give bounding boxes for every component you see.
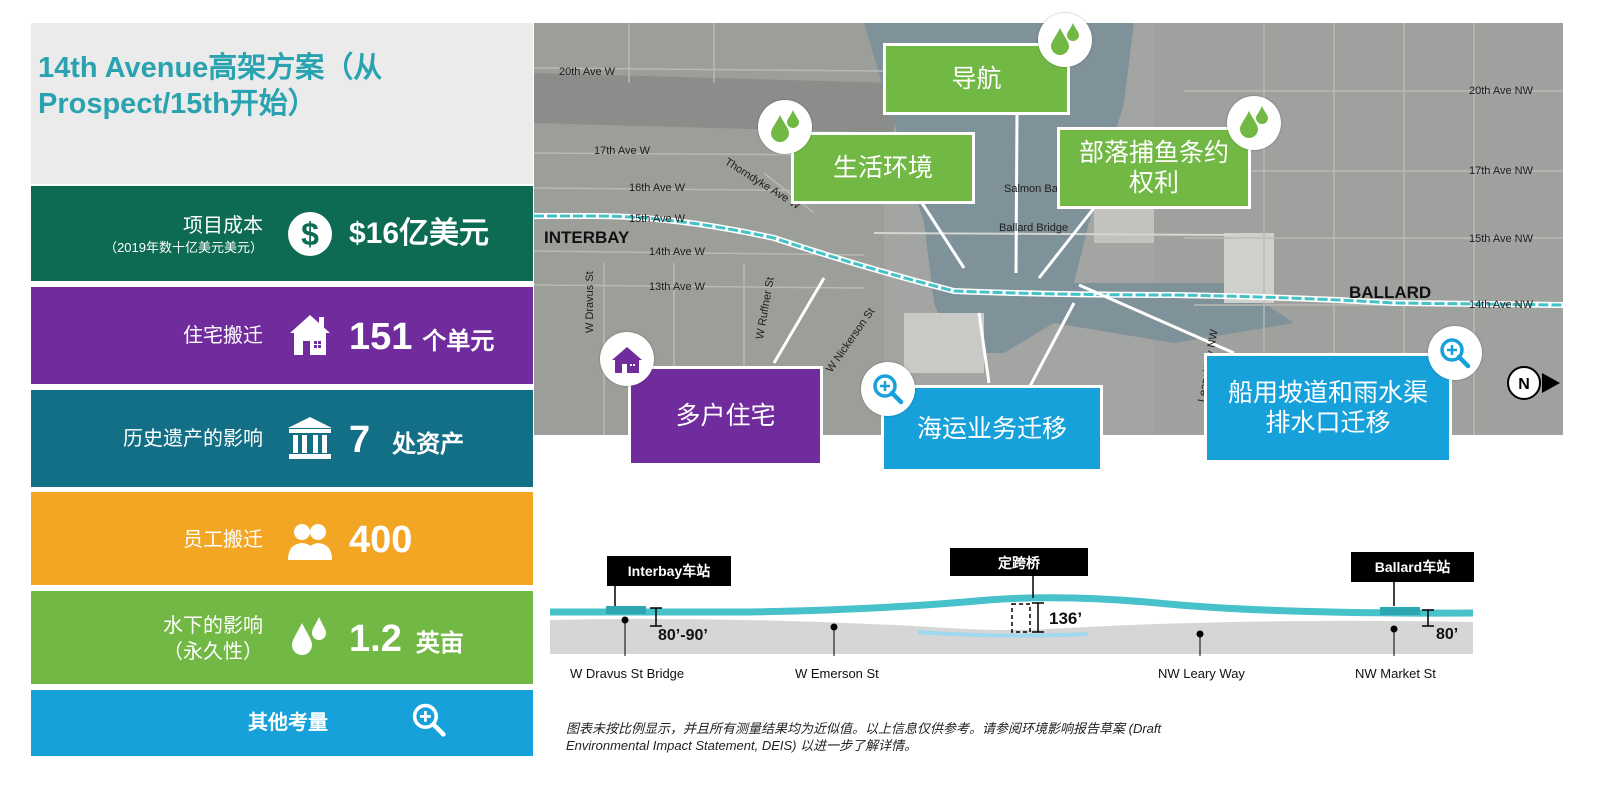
metric-cost: 项目成本 （2019年数十亿美元美元） $ $16亿美元 bbox=[31, 186, 533, 281]
building-columns-icon bbox=[288, 417, 332, 459]
profile-location-label: NW Market St bbox=[1355, 666, 1436, 681]
street-label: 14th Ave NW bbox=[1469, 299, 1533, 311]
flag-ballard-station: Ballard车站 bbox=[1351, 552, 1474, 582]
callout-maritime-relocation: 海运业务迁移 bbox=[881, 385, 1103, 472]
north-arrow-icon: N bbox=[1507, 366, 1560, 400]
metric-label: 员工搬迁 bbox=[183, 529, 263, 551]
elevation-profile bbox=[550, 574, 1474, 656]
water-drops-icon bbox=[758, 100, 812, 154]
metric-value: 7 bbox=[349, 419, 371, 461]
flag-fixed-span-bridge: 定跨桥 bbox=[950, 548, 1088, 576]
metric-underwater: 水下的影响 （永久性） 1.2 英亩 bbox=[31, 591, 533, 684]
street-label: 17th Ave W bbox=[594, 145, 651, 157]
metric-value: 1.2 bbox=[349, 618, 402, 660]
metric-value-wrap: 151 个单元 bbox=[349, 315, 494, 364]
svg-text:N: N bbox=[1518, 376, 1530, 393]
street-label: 14th Ave W bbox=[649, 246, 706, 258]
metric-unit: 处资产 bbox=[392, 431, 465, 458]
water-drops-icon bbox=[1227, 96, 1281, 150]
metric-sublabel: （永久性） bbox=[163, 641, 263, 663]
title-panel bbox=[31, 23, 533, 184]
street-label: 17th Ave NW bbox=[1469, 165, 1533, 177]
flag-interbay-station: Interbay车站 bbox=[607, 556, 731, 586]
profile-location-label: NW Leary Way bbox=[1158, 666, 1245, 681]
people-icon bbox=[288, 524, 332, 560]
street-label: 20th Ave NW bbox=[1469, 85, 1533, 97]
callout-habitat: 生活环境 bbox=[791, 132, 975, 204]
callout-navigation: 导航 bbox=[883, 43, 1070, 115]
metric-value-wrap: 7 处资产 bbox=[349, 418, 464, 467]
metric-other[interactable]: 其他考量 bbox=[31, 690, 533, 756]
street-label: 13th Ave W bbox=[649, 281, 706, 293]
metric-label: 其他考量 bbox=[248, 712, 328, 734]
metric-unit: 英亩 bbox=[415, 630, 464, 657]
place-label-interbay: INTERBAY bbox=[544, 228, 630, 247]
street-label: 16th Ave W bbox=[629, 182, 686, 194]
metric-heritage: 历史遗产的影响 7 处资产 bbox=[31, 390, 533, 487]
street-label: 15th Ave W bbox=[629, 213, 686, 225]
house-icon bbox=[290, 315, 330, 355]
disclaimer-note: 图表未按比例显示，并且所有测量结果均为近似值。以上信息仅供参考。请参阅环境影响报… bbox=[566, 721, 1162, 753]
metric-label: 水下的影响 bbox=[163, 615, 263, 637]
metric-label: 住宅搬迁 bbox=[183, 325, 263, 347]
street-label: 20th Ave W bbox=[559, 66, 616, 78]
callout-multifamily-housing: 多户住宅 bbox=[628, 366, 823, 466]
place-label-ballard: BALLARD bbox=[1349, 283, 1432, 302]
metric-value: 151 bbox=[349, 316, 413, 358]
callout-tribal-fishing: 部落捕鱼条约权利 bbox=[1057, 127, 1251, 209]
callout-boat-ramp-relocation: 船用坡道和雨水渠排水口迁移 bbox=[1204, 353, 1452, 463]
water-drops-icon bbox=[1038, 13, 1092, 67]
street-label: Ballard Bridge bbox=[999, 222, 1069, 234]
metric-label: 历史遗产的影响 bbox=[123, 428, 263, 450]
magnifier-plus-icon[interactable] bbox=[861, 362, 915, 416]
street-label: W Dravus St bbox=[584, 271, 596, 333]
metric-value-wrap: 1.2 英亩 bbox=[349, 617, 464, 666]
height-label-right: 80’ bbox=[1436, 626, 1459, 643]
metric-housing: 住宅搬迁 151 个单元 bbox=[31, 287, 533, 384]
metric-value: 400 bbox=[349, 519, 413, 561]
page-title: 14th Avenue高架方案（从Prospect/15th开始） bbox=[38, 52, 383, 120]
profile-location-label: W Emerson St bbox=[795, 666, 879, 681]
metric-value: $16亿美元 bbox=[349, 217, 490, 250]
profile-location-label: W Dravus St Bridge bbox=[570, 666, 685, 681]
dollar-icon: $ bbox=[288, 212, 332, 256]
height-label-bridge: 136’ bbox=[1049, 609, 1083, 628]
street-label: 15th Ave NW bbox=[1469, 233, 1533, 245]
house-icon bbox=[600, 332, 654, 386]
magnifier-plus-icon[interactable] bbox=[1428, 326, 1482, 380]
water-drops-icon bbox=[292, 617, 326, 655]
street-label: Salmon Bay bbox=[1004, 183, 1064, 195]
metric-unit: 个单元 bbox=[422, 328, 495, 355]
svg-text:$: $ bbox=[301, 216, 319, 252]
metric-sublabel: （2019年数十亿美元美元） bbox=[104, 240, 263, 255]
metric-employees: 员工搬迁 400 bbox=[31, 492, 533, 585]
magnifier-plus-icon[interactable] bbox=[411, 702, 447, 738]
metric-label: 项目成本 bbox=[183, 215, 263, 237]
height-label-left: 80’-90’ bbox=[658, 627, 708, 644]
